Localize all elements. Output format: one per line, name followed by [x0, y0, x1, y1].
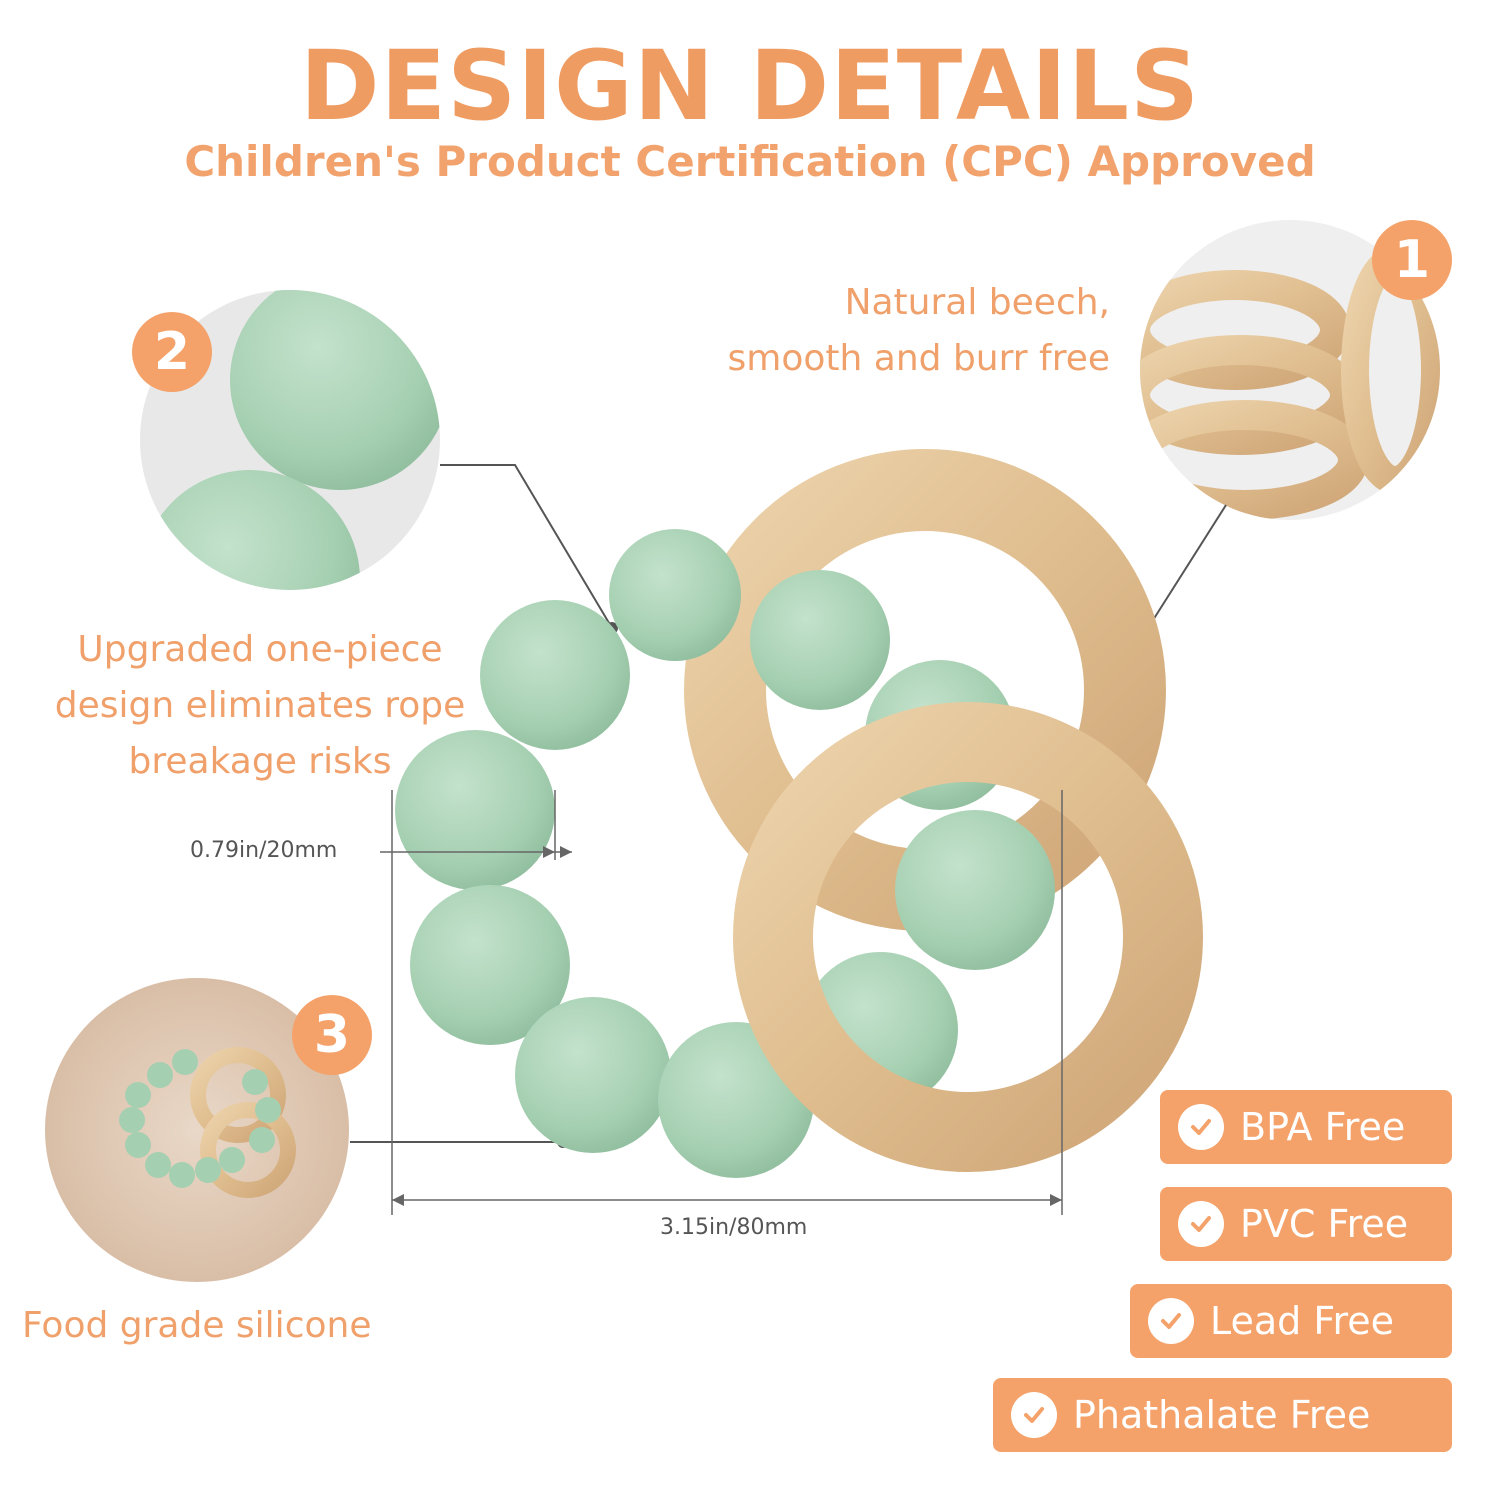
- badge-bpa-free: BPA Free: [1160, 1090, 1452, 1164]
- feature-1-line-1: Natural beech,: [844, 282, 1110, 323]
- feature-number-2: 2: [132, 312, 212, 392]
- badge-label: Lead Free: [1210, 1299, 1395, 1343]
- feature-2-line-3: breakage risks: [128, 741, 392, 782]
- feature-number-1: 1: [1372, 220, 1452, 300]
- silicone-ring: [395, 529, 1055, 1178]
- page-title: DESIGN DETAILS: [299, 30, 1201, 142]
- overall-width-label: 3.15in/80mm: [660, 1215, 808, 1240]
- check-icon: [1178, 1104, 1224, 1150]
- badge-label: PVC Free: [1240, 1202, 1409, 1246]
- badge-phathalate-free: Phathalate Free: [993, 1378, 1452, 1452]
- wood-detail-photo: [1140, 220, 1440, 520]
- feature-1-text: Natural beech, smooth and burr free: [640, 275, 1110, 387]
- sand-detail-photo: [45, 978, 349, 1282]
- feature-2-line-2: design eliminates rope: [54, 685, 466, 726]
- wood-ring-front: [733, 702, 1203, 1172]
- feature-3-text: Food grade silicone: [22, 1298, 442, 1354]
- feature-2-line-1: Upgraded one-piece: [77, 629, 443, 670]
- check-icon: [1011, 1392, 1057, 1438]
- feature-number-3: 3: [292, 995, 372, 1075]
- dimension-lines: [380, 790, 1063, 1215]
- badge-label: Phathalate Free: [1073, 1393, 1371, 1437]
- feature-number-2-label: 2: [153, 322, 191, 382]
- page-subtitle: Children's Product Certification (CPC) A…: [184, 137, 1316, 186]
- feature-1-line-2: smooth and burr free: [727, 338, 1110, 379]
- badge-label: BPA Free: [1240, 1105, 1406, 1149]
- leader-lines: [350, 464, 1227, 1143]
- feature-3-line-1: Food grade silicone: [22, 1305, 372, 1346]
- silicone-detail-photo: [140, 290, 440, 590]
- feature-number-3-label: 3: [313, 1005, 351, 1065]
- badge-pvc-free: PVC Free: [1160, 1187, 1452, 1261]
- feature-number-1-label: 1: [1393, 230, 1431, 290]
- badge-lead-free: Lead Free: [1130, 1284, 1452, 1358]
- check-icon: [1178, 1201, 1224, 1247]
- feature-2-text: Upgraded one-piece design eliminates rop…: [40, 622, 480, 790]
- check-icon: [1148, 1298, 1194, 1344]
- bead-size-label: 0.79in/20mm: [190, 838, 338, 863]
